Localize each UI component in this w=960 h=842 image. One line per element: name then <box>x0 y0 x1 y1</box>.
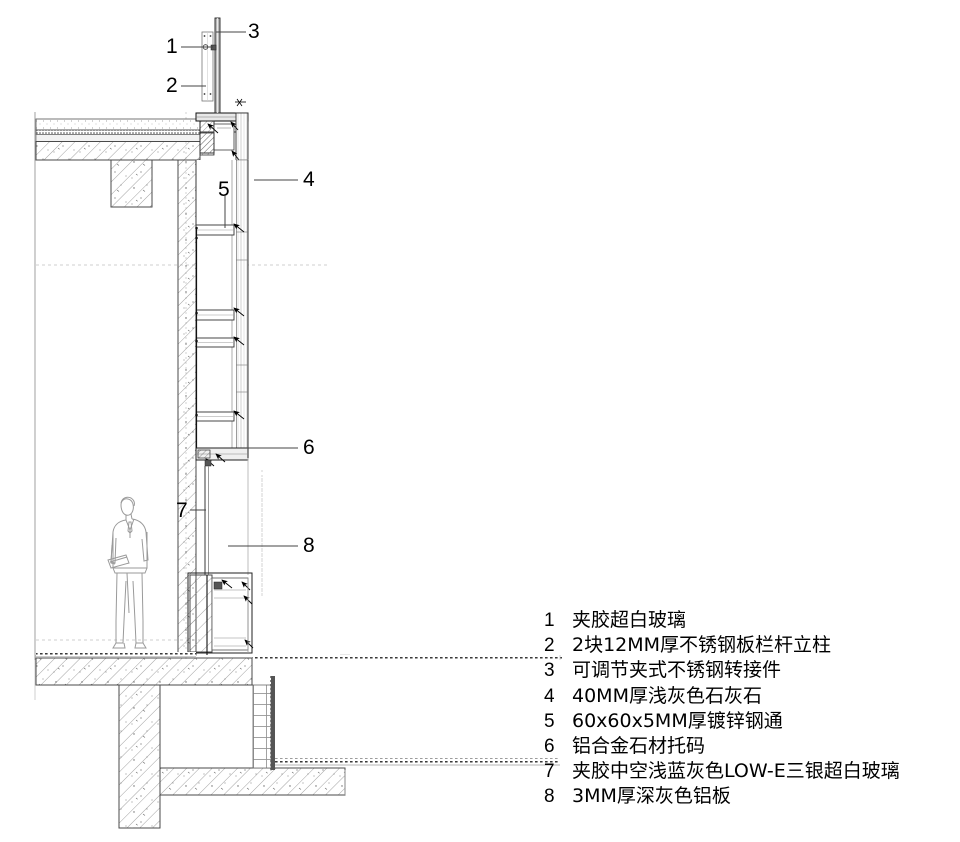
legend-item-text: 铝合金石材托码 <box>572 734 706 757</box>
legend-item: 6 铝合金石材托码 <box>544 734 944 759</box>
human-scale-figure <box>107 496 149 649</box>
lower-ceiling-band <box>275 655 561 795</box>
legend-item-number: 6 <box>544 735 555 757</box>
legend-list: 1 夹胶超白玻璃 2 2块12MM厚不锈钢板栏杆立柱 3 可调节夹式不锈钢转接件… <box>544 608 944 810</box>
legend-item-text: 60x60x5MM厚镀锌钢通 <box>572 709 783 732</box>
legend-item-number: 3 <box>544 660 555 682</box>
steel-subframe-cavity <box>195 160 245 458</box>
legend-item-text: 可调节夹式不锈钢转接件 <box>572 659 782 682</box>
callout-leaders <box>181 31 298 547</box>
legend-item-text: 夹胶中空浅蓝灰色LOW-E三银超白玻璃 <box>572 760 900 783</box>
callout-number-5: 5 <box>218 178 230 201</box>
legend-item-text: 2块12MM厚不锈钢板栏杆立柱 <box>572 634 832 657</box>
legend-item: 4 40MM厚浅灰色石灰石 <box>544 684 944 709</box>
legend-item-number: 8 <box>544 786 555 808</box>
legend-item-number: 2 <box>544 635 555 657</box>
callout-number-8: 8 <box>303 534 315 557</box>
legend-item-number: 1 <box>544 610 555 631</box>
legend-item-text: 40MM厚浅灰色石灰石 <box>572 684 762 707</box>
callout-number-6: 6 <box>303 436 315 459</box>
aluminium-panel-line <box>247 458 263 596</box>
legend-item-number: 7 <box>544 761 555 783</box>
floor-finish-band <box>36 652 562 659</box>
lower-floor-slab <box>35 657 346 829</box>
legend-item: 5 60x60x5MM厚镀锌钢通 <box>544 709 944 734</box>
legend-item-text: 夹胶超白玻璃 <box>572 609 687 631</box>
legend-item-text: 3MM厚深灰色铝板 <box>572 785 731 808</box>
callout-number-2: 2 <box>166 74 178 97</box>
brick-coursing <box>252 676 275 770</box>
edge-wall <box>177 159 197 656</box>
legend-item-number: 4 <box>544 685 555 707</box>
callout-number-4: 4 <box>303 168 315 191</box>
callout-number-7: 7 <box>176 499 188 522</box>
floor-edge-sill-box <box>187 572 254 655</box>
callout-number-3: 3 <box>248 20 260 43</box>
curtain-wall-glass <box>204 466 209 575</box>
roof-slab-assembly <box>35 118 201 208</box>
legend-item: 1 夹胶超白玻璃 <box>544 608 944 633</box>
callout-number-1: 1 <box>166 35 178 58</box>
curtainwall-head-transom <box>195 447 249 467</box>
legend-item-number: 5 <box>544 710 555 732</box>
legend-item: 2 2块12MM厚不锈钢板栏杆立柱 <box>544 633 944 658</box>
parapet-coping-detail <box>195 98 249 161</box>
stone-cladding-skin <box>235 159 249 459</box>
legend-item: 8 3MM厚深灰色铝板 <box>544 784 944 809</box>
legend-item: 3 可调节夹式不锈钢转接件 <box>544 658 944 683</box>
legend-item: 7 夹胶中空浅蓝灰色LOW-E三银超白玻璃 <box>544 759 944 784</box>
glass-balustrade <box>201 17 221 114</box>
